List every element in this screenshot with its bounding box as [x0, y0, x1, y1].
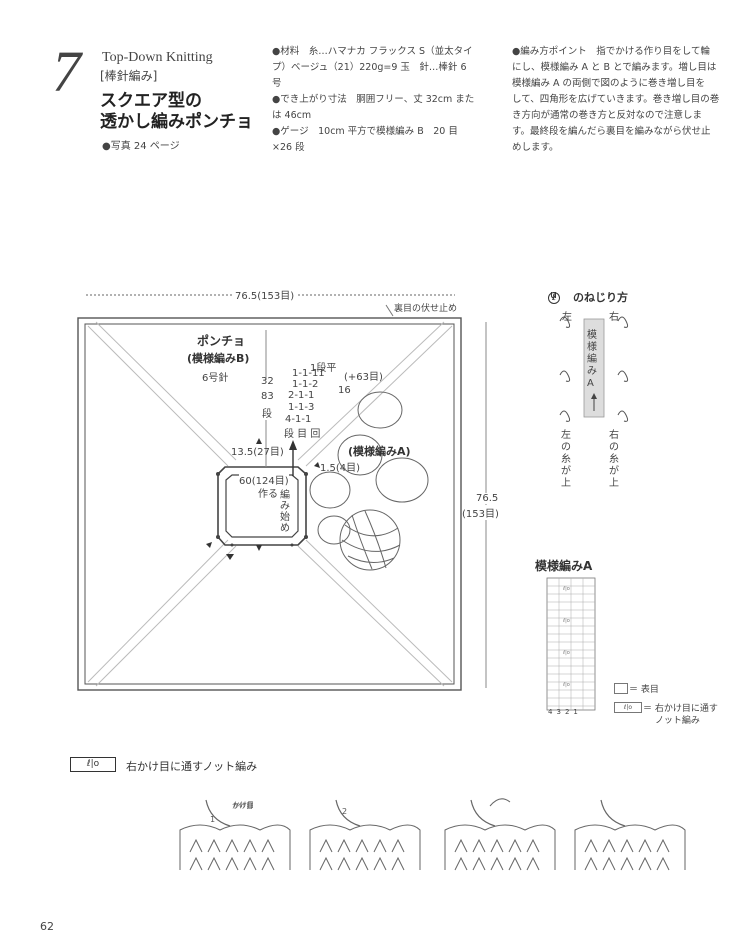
- svg-text:ℓ|o: ℓ|o: [562, 586, 570, 592]
- yarn-over-label: かけ目: [233, 801, 254, 809]
- side-15-label: 1.5(4目): [320, 463, 361, 474]
- rows-83: 83: [261, 391, 274, 402]
- cast-on-label: 60(124目): [239, 472, 289, 487]
- size-line: ●でき上がり寸法 胴囲フリー、丈 32cm また: [272, 94, 475, 105]
- increase-row: 1段平: [310, 363, 337, 374]
- cast-on-sub: 作る: [258, 485, 278, 500]
- chart-title: 模様編みA: [535, 559, 593, 573]
- title-line-1: スクエア型の: [100, 91, 202, 111]
- left-yarn-up: 左の糸が上: [561, 430, 571, 489]
- legend-knit: ＝ 表目: [629, 685, 659, 695]
- increase-diagonals: [87, 321, 453, 687]
- twist-left: 左: [562, 312, 572, 323]
- twist-band-label: 模様編みA: [587, 330, 597, 389]
- svg-text:ℓ|o: ℓ|o: [562, 618, 570, 624]
- gauge-line: ●ゲージ 10cm 平方で模様編み B 20 目: [272, 126, 458, 137]
- stitch-number: 3: [556, 708, 561, 716]
- knot-section-title: 右かけ目に通すノット編み: [126, 760, 258, 773]
- stitch-number: 4: [548, 708, 553, 716]
- twist-right: 右: [609, 312, 619, 323]
- twist-diagram: 𝗎: [550, 288, 629, 422]
- svg-text:1: 1: [210, 815, 215, 824]
- increase-header: 段 目 回: [284, 429, 321, 440]
- height-stitches: (153目): [462, 505, 499, 520]
- plus-16-label: 16: [338, 385, 351, 396]
- points-line: す。最終段を編んだら裏目を編みながら伏せ止: [512, 126, 711, 137]
- knot-steps-illustration: かけ目 1 2: [179, 798, 686, 871]
- increase-row: 1-1-3: [288, 402, 315, 413]
- gauge-line: ×26 段: [272, 142, 305, 153]
- svg-text:ℓ|o: ℓ|o: [562, 650, 570, 656]
- rows-32: 32: [261, 376, 274, 387]
- size-line: は 46cm: [272, 110, 312, 121]
- knot-symbol: ℓ|o: [614, 702, 642, 713]
- rows-unit: 段: [262, 409, 272, 420]
- photo-reference: ●写真 24 ページ: [102, 141, 180, 152]
- pattern-chart: ℓ|o ℓ|o ℓ|o ℓ|o: [546, 577, 596, 711]
- english-title: Top-Down Knitting: [102, 50, 213, 65]
- plus-63-label: (+63目): [344, 372, 383, 383]
- stitch-number: 1: [573, 708, 578, 716]
- materials-block: ●材料 糸…ハマナカ フラックス S（並太タイ プ）ベージュ（21）220g=9…: [272, 44, 502, 156]
- materials-line: プ）ベージュ（21）220g=9 玉 針…棒針 6: [272, 62, 467, 73]
- page-number: 62: [40, 920, 54, 933]
- materials-line: ●材料 糸…ハマナカ フラックス S（並太タイ: [272, 46, 473, 57]
- legend-knot-sub: ノット編み: [655, 716, 700, 726]
- title-line-2: 透かし編みポンチョ: [100, 112, 253, 132]
- start-label: 編み始め: [280, 490, 292, 534]
- method-label: [棒針編み]: [100, 69, 158, 83]
- increase-row: 1-1-11: [292, 368, 325, 379]
- side-13-label: 13.5(27目): [231, 447, 284, 458]
- right-yarn-up: 右の糸が上: [609, 430, 619, 489]
- pattern-a-label: (模様編みA): [348, 445, 411, 458]
- legend-knot: ＝ 右かけ目に通す: [643, 704, 718, 714]
- knot-stitch-symbol: ℓ|o: [70, 757, 116, 772]
- knit-symbol: [614, 683, 628, 694]
- points-line: ●編み方ポイント 指でかける作り目をして輪: [512, 46, 711, 57]
- svg-text:𝗎: 𝗎: [550, 288, 557, 301]
- materials-line: 号: [272, 78, 282, 89]
- points-line: き方向が通常の巻き方と反対なので注意しま: [512, 110, 703, 121]
- pattern-b-label: (模様編みB): [187, 352, 250, 365]
- bind-off-label: 裏目の伏せ止め: [394, 304, 458, 314]
- svg-text:かけ目: かけ目: [232, 802, 253, 810]
- points-block: ●編み方ポイント 指でかける作り目をして輪 にし、模様編み A と B とで編み…: [512, 44, 744, 156]
- points-line: して、四角形を広げていきます。巻き増し目の巻: [512, 94, 720, 105]
- points-line: 模様編み A の両側で図のように巻き増し目を: [512, 78, 706, 89]
- twist-symbol: ℓ: [548, 290, 561, 304]
- needle-label: 6号針: [202, 373, 229, 384]
- yarn-ball-illustration: [309, 391, 429, 571]
- step-swatch: [179, 799, 291, 871]
- stitch-number: 2: [564, 708, 570, 716]
- increase-row: 1-1-2: [292, 379, 319, 390]
- poncho-outer-edge: [77, 317, 462, 691]
- chart-stitch-numbers: 4 3 2 1: [548, 708, 578, 716]
- height-dimension: 76.5: [476, 493, 499, 504]
- twist-title: のねじり方: [573, 291, 628, 304]
- svg-text:2: 2: [342, 807, 347, 816]
- poncho-label: ポンチョ: [197, 334, 246, 348]
- increase-row: 4-1-1: [285, 414, 312, 425]
- points-line: めします。: [512, 142, 559, 153]
- increase-row: 2-1-1: [288, 390, 315, 401]
- points-line: にし、模様編み A と B とで編みます。増し目は: [512, 62, 717, 73]
- width-dimension: 76.5(153目): [232, 287, 298, 302]
- svg-text:ℓ|o: ℓ|o: [562, 682, 570, 688]
- pattern-number: 7: [52, 39, 81, 104]
